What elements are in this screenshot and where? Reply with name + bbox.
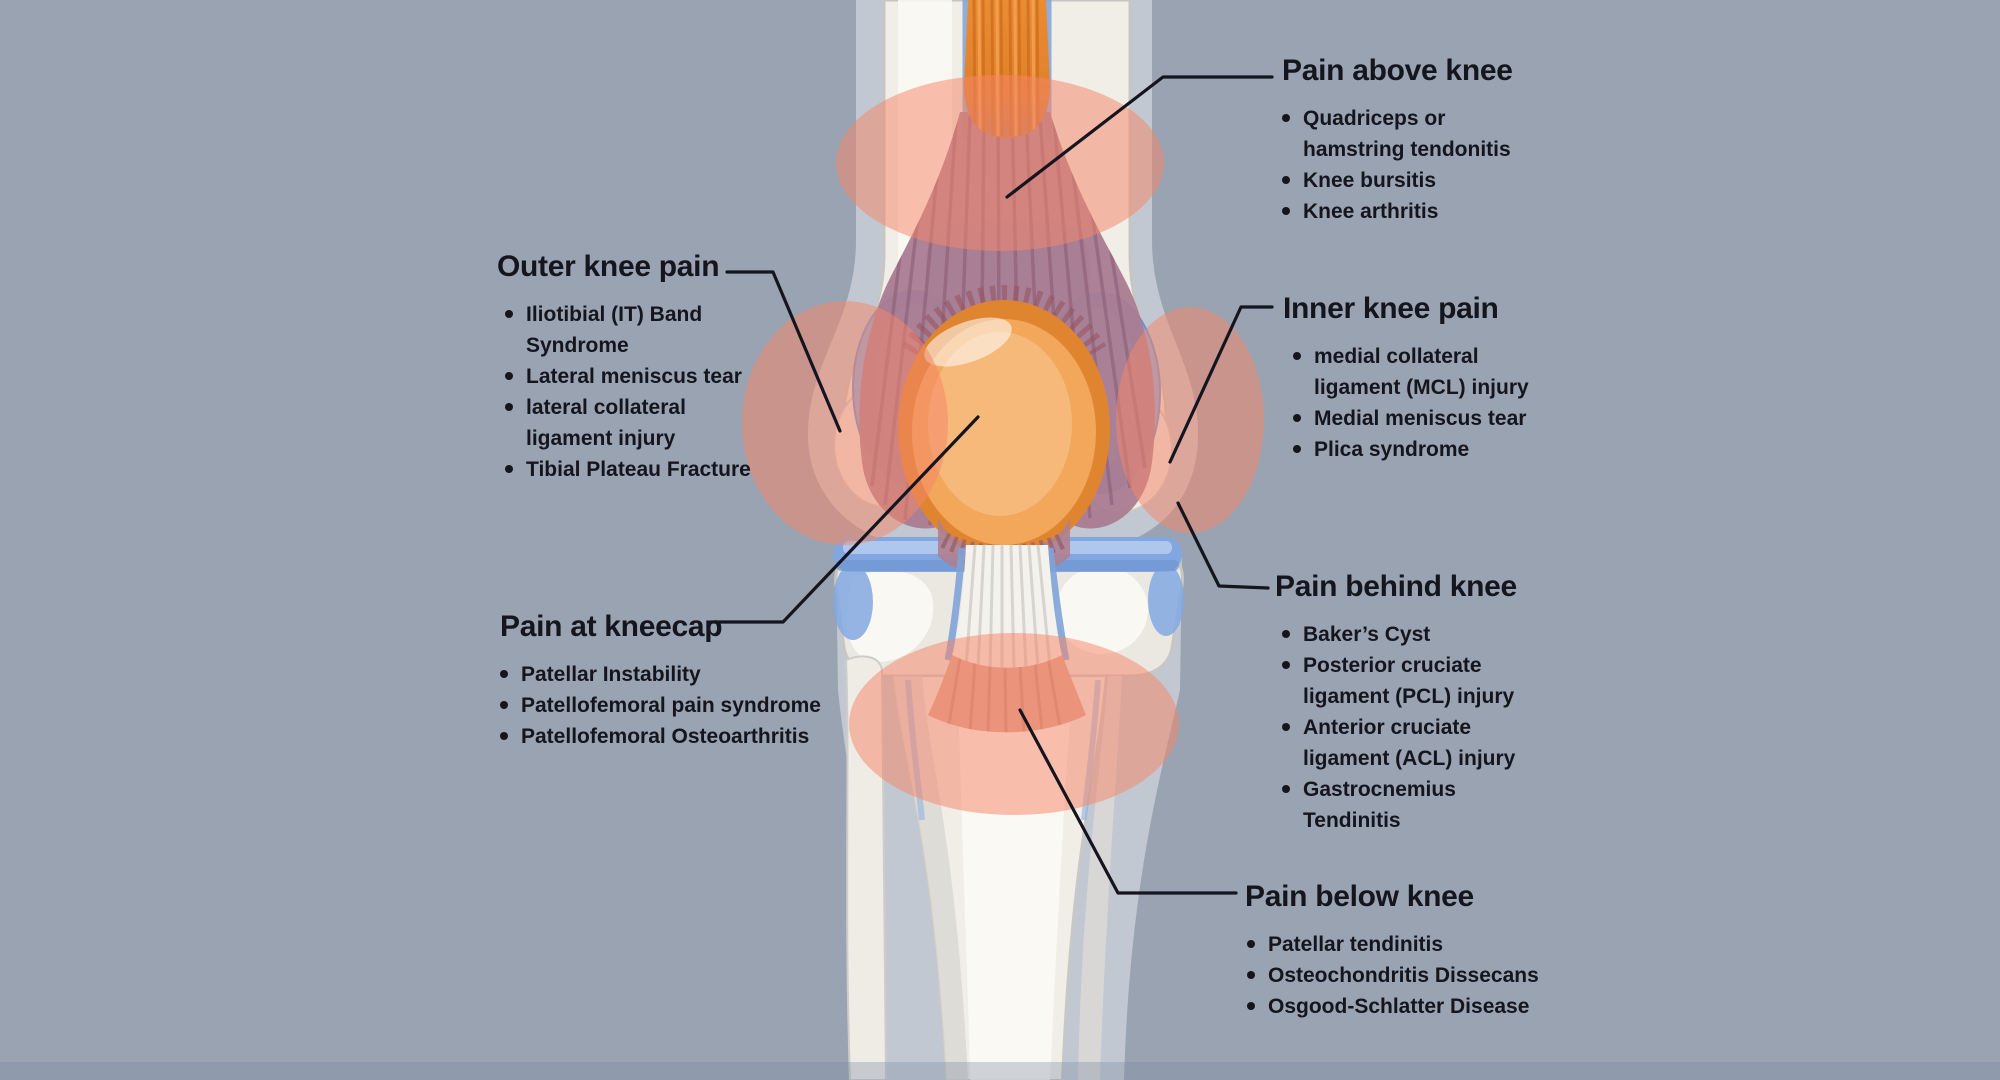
bullet-icon bbox=[500, 732, 508, 740]
bullet-icon bbox=[1282, 723, 1290, 731]
bullet-icon bbox=[500, 670, 508, 678]
bullet-icon bbox=[1282, 785, 1290, 793]
ligament-accent-right bbox=[1148, 564, 1184, 636]
condition-item: Knee bursitis bbox=[1282, 165, 1582, 196]
leader-line-pain-at-kneecap bbox=[709, 415, 980, 624]
section-title: Pain behind knee bbox=[1275, 570, 1517, 603]
pain-region-above-knee bbox=[836, 75, 1164, 251]
label-section-pain-at-kneecap: Pain at kneecap Patellar Instability Pat… bbox=[500, 608, 830, 752]
patella bbox=[898, 300, 1110, 558]
bullet-icon bbox=[500, 701, 508, 709]
label-section-outer-knee-pain: Outer knee pain Iliotibial (IT) Band Syn… bbox=[497, 248, 797, 485]
bullet-icon bbox=[1247, 940, 1255, 948]
bullet-icon bbox=[1247, 1002, 1255, 1010]
condition-item: Osteochondritis Dissecans bbox=[1247, 960, 1565, 991]
condition-list: Quadriceps or hamstring tendonitis Knee … bbox=[1282, 103, 1582, 227]
bullet-icon bbox=[505, 465, 513, 473]
label-section-pain-below-knee: Pain below knee Patellar tendinitis Oste… bbox=[1245, 878, 1565, 1022]
condition-item: Patellar tendinitis bbox=[1247, 929, 1565, 960]
section-title: Pain at kneecap bbox=[500, 610, 723, 643]
plateau-condyle-right bbox=[1056, 566, 1148, 654]
condition-item: Gastrocnemius Tendinitis bbox=[1282, 774, 1575, 836]
section-title: Outer knee pain bbox=[497, 250, 720, 283]
condition-item: Patellofemoral Osteoarthritis bbox=[500, 721, 830, 752]
bullet-icon bbox=[1293, 445, 1301, 453]
bullet-icon bbox=[1282, 114, 1290, 122]
bullet-icon bbox=[505, 403, 513, 411]
condition-list: Iliotibial (IT) Band Syndrome Lateral me… bbox=[497, 299, 797, 485]
label-section-pain-above-knee: Pain above knee Quadriceps or hamstring … bbox=[1282, 52, 1582, 227]
leader-line-outer-knee-pain bbox=[725, 270, 842, 433]
condition-item: lateral collateral ligament injury bbox=[505, 392, 797, 454]
condition-item: Anterior cruciate ligament (ACL) injury bbox=[1282, 712, 1575, 774]
ligament-accent-left bbox=[833, 564, 873, 640]
condition-item: Posterior cruciate ligament (PCL) injury bbox=[1282, 650, 1575, 712]
condition-item: Tibial Plateau Fracture bbox=[505, 454, 797, 485]
bullet-icon bbox=[505, 372, 513, 380]
condition-item: medial collateral ligament (MCL) injury bbox=[1293, 341, 1583, 403]
condition-item: Quadriceps or hamstring tendonitis bbox=[1282, 103, 1582, 165]
bullet-icon bbox=[1293, 352, 1301, 360]
condition-item: Osgood-Schlatter Disease bbox=[1247, 991, 1565, 1022]
condition-item: Patellar Instability bbox=[500, 659, 830, 690]
pain-region-below-knee bbox=[849, 633, 1179, 815]
condition-item: Lateral meniscus tear bbox=[505, 361, 797, 392]
section-title: Inner knee pain bbox=[1283, 292, 1499, 325]
leader-line-pain-above-knee bbox=[1005, 75, 1274, 199]
bullet-icon bbox=[1282, 630, 1290, 638]
section-title: Pain below knee bbox=[1245, 880, 1474, 913]
condition-item: Plica syndrome bbox=[1293, 434, 1583, 465]
bullet-icon bbox=[1293, 414, 1301, 422]
section-title: Pain above knee bbox=[1282, 54, 1513, 87]
condition-list: Baker’s Cyst Posterior cruciate ligament… bbox=[1275, 619, 1575, 836]
condition-item: Iliotibial (IT) Band Syndrome bbox=[505, 299, 797, 361]
leader-line-pain-below-knee bbox=[1018, 708, 1238, 895]
bullet-icon bbox=[1282, 176, 1290, 184]
bullet-icon bbox=[505, 310, 513, 318]
pain-region-outer-knee bbox=[742, 301, 948, 545]
label-section-pain-behind-knee: Pain behind knee Baker’s Cyst Posterior … bbox=[1275, 568, 1575, 836]
condition-list: Patellar tendinitis Osteochondritis Diss… bbox=[1245, 929, 1565, 1022]
label-section-inner-knee-pain: Inner knee pain medial collateral ligame… bbox=[1283, 290, 1583, 465]
condition-item: Baker’s Cyst bbox=[1282, 619, 1575, 650]
bullet-icon bbox=[1247, 971, 1255, 979]
condition-list: Patellar Instability Patellofemoral pain… bbox=[500, 659, 830, 752]
condition-item: Knee arthritis bbox=[1282, 196, 1582, 227]
leader-line-pain-behind-knee bbox=[1176, 501, 1270, 590]
condition-item: Patellofemoral pain syndrome bbox=[500, 690, 830, 721]
condition-item: Medial meniscus tear bbox=[1293, 403, 1583, 434]
leader-line-inner-knee-pain bbox=[1168, 305, 1274, 464]
bullet-icon bbox=[1282, 661, 1290, 669]
condition-list: medial collateral ligament (MCL) injury … bbox=[1283, 341, 1583, 465]
bullet-icon bbox=[1282, 207, 1290, 215]
bottom-shade bbox=[0, 1062, 2000, 1080]
